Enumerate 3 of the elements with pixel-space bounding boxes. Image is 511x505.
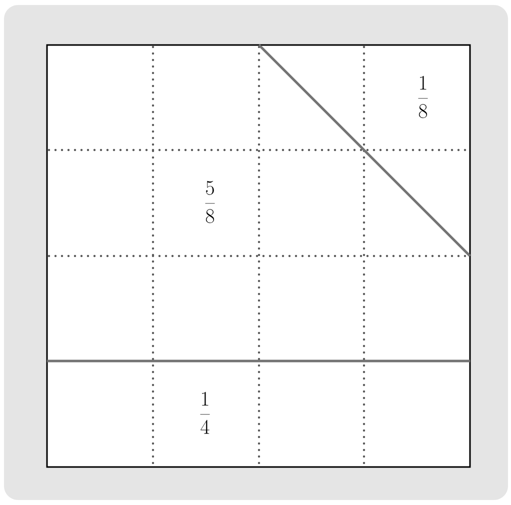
fraction: $\frac{1}{8}$: [418, 76, 428, 118]
fraction: $\frac{5}{8}$: [205, 180, 215, 224]
fraction: $\frac{1}{4}$: [200, 392, 210, 434]
